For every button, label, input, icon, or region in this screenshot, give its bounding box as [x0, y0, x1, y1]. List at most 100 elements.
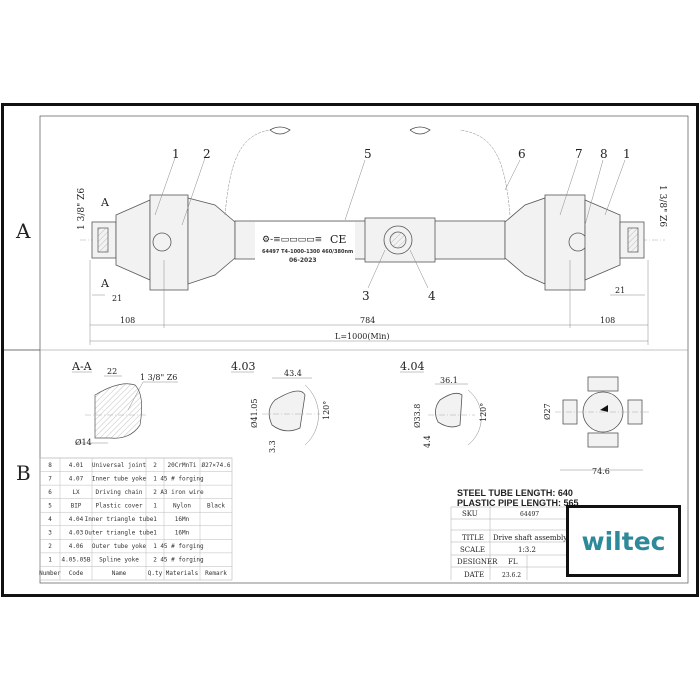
table-cell-remark: Black: [207, 502, 225, 509]
svg-text:DESIGNER: DESIGNER: [457, 558, 498, 566]
table-header-code: Code: [69, 570, 84, 577]
table-cell-code: 4.07: [69, 475, 84, 482]
steel-tube-length: STEEL TUBE LENGTH: 640: [457, 488, 573, 498]
table-cell-material: 16Mn: [175, 516, 190, 523]
label-plate-date: 06-2023: [289, 257, 317, 264]
table-cell-qty: 1: [153, 475, 157, 482]
table-cell-name: Plastic cover: [96, 502, 143, 509]
wiltec-logo: wiltec: [581, 526, 666, 556]
svg-text:FL: FL: [508, 558, 518, 566]
section-view-a-a: A-A 22 1 3/8" Z6 Ø14: [71, 360, 178, 447]
zone-b-label: B: [16, 461, 31, 485]
table-cell-code: 4.06: [69, 543, 84, 550]
table-cell-number: 2: [48, 543, 52, 550]
table-cell-number: 5: [48, 502, 52, 509]
svg-text:120°: 120°: [322, 401, 331, 420]
svg-text:CE: CE: [330, 233, 346, 246]
svg-text:A-A: A-A: [71, 360, 93, 373]
svg-text:5: 5: [364, 147, 372, 161]
svg-text:3.3: 3.3: [268, 440, 277, 453]
svg-text:36.1: 36.1: [440, 376, 458, 385]
svg-text:21: 21: [615, 286, 625, 295]
svg-text:Ø14: Ø14: [75, 438, 92, 447]
table-cell-qty: 2: [153, 557, 157, 564]
table-cell-qty: 1: [153, 516, 157, 523]
label-plate: [255, 222, 355, 264]
svg-text:⚙‑≡▭▭▭▭≡: ⚙‑≡▭▭▭▭≡: [262, 235, 322, 245]
label-plate-text: 64497 T4-1000-1300 460/380nm: [262, 249, 353, 255]
table-cell-name: Driving chain: [96, 489, 143, 496]
table-cell-material: 45 # forging: [160, 557, 204, 564]
title-block: SKU 64497 TITLE Drive shaft assembly SCA…: [450, 506, 567, 580]
svg-text:2: 2: [203, 147, 211, 161]
svg-text:TITLE: TITLE: [462, 534, 484, 542]
svg-text:4.03: 4.03: [231, 360, 256, 373]
table-cell-number: 1: [48, 557, 52, 564]
table-cell-name: Inner tube yoke: [92, 475, 147, 482]
svg-text:A: A: [100, 196, 110, 209]
svg-text:74.6: 74.6: [592, 467, 610, 476]
table-cell-code: 4.04: [69, 516, 84, 523]
svg-text:1 3/8" Z6: 1 3/8" Z6: [140, 373, 177, 382]
table-cell-name: Universal joint: [92, 462, 147, 469]
table-cell-material: 45 # forging: [160, 543, 204, 550]
table-header-name: Name: [112, 570, 127, 577]
zone-a-label: A: [15, 219, 31, 243]
svg-text:23.6.2: 23.6.2: [502, 572, 521, 579]
svg-text:784: 784: [360, 316, 375, 325]
table-cell-material: 20CrMnTi: [168, 462, 197, 469]
table-cell-qty: 1: [153, 502, 157, 509]
table-cell-qty: 2: [153, 462, 157, 469]
table-cell-code: 4.05.05B: [62, 557, 91, 564]
svg-text:L=1000(Min): L=1000(Min): [335, 332, 390, 341]
svg-text:Ø33.8: Ø33.8: [413, 404, 422, 428]
universal-joint-cross-view: 74.6 Ø27: [543, 376, 650, 476]
plastic-pipe-length: PLASTIC PIPE LENGTH: 565: [457, 498, 579, 508]
table-cell-number: 3: [48, 530, 52, 537]
svg-text:6: 6: [518, 147, 526, 161]
table-header-number: Number: [39, 570, 61, 577]
svg-text:43.4: 43.4: [284, 369, 302, 378]
tube-length-specs: STEEL TUBE LENGTH: 640 PLASTIC PIPE LENG…: [457, 488, 579, 508]
table-cell-remark: Ø27×74.6: [202, 462, 231, 469]
table-cell-qty: 2: [153, 489, 157, 496]
table-cell-material: 16Mn: [175, 530, 190, 537]
svg-text:21: 21: [112, 294, 122, 303]
table-cell-number: 8: [48, 462, 52, 469]
table-cell-material: Nylon: [173, 502, 191, 509]
drive-shaft-main-view: ⚙‑≡▭▭▭▭≡ CE 64497 T4-1000-1300 460/380nm…: [77, 126, 667, 345]
logo-box: wiltec: [566, 505, 681, 577]
svg-text:SCALE: SCALE: [460, 546, 485, 554]
svg-text:108: 108: [600, 316, 615, 325]
svg-text:22: 22: [107, 367, 117, 376]
table-cell-qty: 1: [153, 543, 157, 550]
svg-text:1 3/8" Z6: 1 3/8" Z6: [657, 185, 667, 227]
table-cell-name: Outer tube yoke: [92, 543, 147, 550]
svg-text:A: A: [100, 277, 110, 290]
table-cell-material: 45 # forging: [160, 475, 204, 482]
table-cell-number: 6: [48, 489, 52, 496]
svg-text:1: 1: [172, 147, 180, 161]
svg-text:3: 3: [362, 289, 370, 303]
table-cell-code: LX: [72, 489, 80, 496]
table-cell-name: Outer triangle tube: [85, 530, 154, 537]
svg-text:120°: 120°: [479, 403, 488, 422]
svg-text:64497: 64497: [520, 511, 539, 518]
section-view-4-04: 4.04 36.1 Ø33.8 120° 4.4: [400, 360, 488, 448]
svg-text:4.04: 4.04: [400, 360, 425, 373]
inner-frame: [39, 115, 689, 584]
svg-text:4.4: 4.4: [423, 435, 432, 448]
table-cell-number: 4: [48, 516, 52, 523]
table-cell-name: Spline yoke: [99, 557, 139, 564]
svg-text:1:3.2: 1:3.2: [518, 546, 536, 554]
svg-text:Drive shaft assembly: Drive shaft assembly: [493, 534, 567, 542]
svg-text:DATE: DATE: [464, 571, 484, 579]
table-cell-qty: 1: [153, 530, 157, 537]
table-cell-code: 4.03: [69, 530, 84, 537]
table-cell-name: Inner triangle tube: [85, 516, 154, 523]
table-header-remark: Remark: [205, 570, 227, 577]
table-cell-material: A3 iron wire: [160, 489, 204, 496]
svg-text:SKU: SKU: [462, 510, 478, 518]
